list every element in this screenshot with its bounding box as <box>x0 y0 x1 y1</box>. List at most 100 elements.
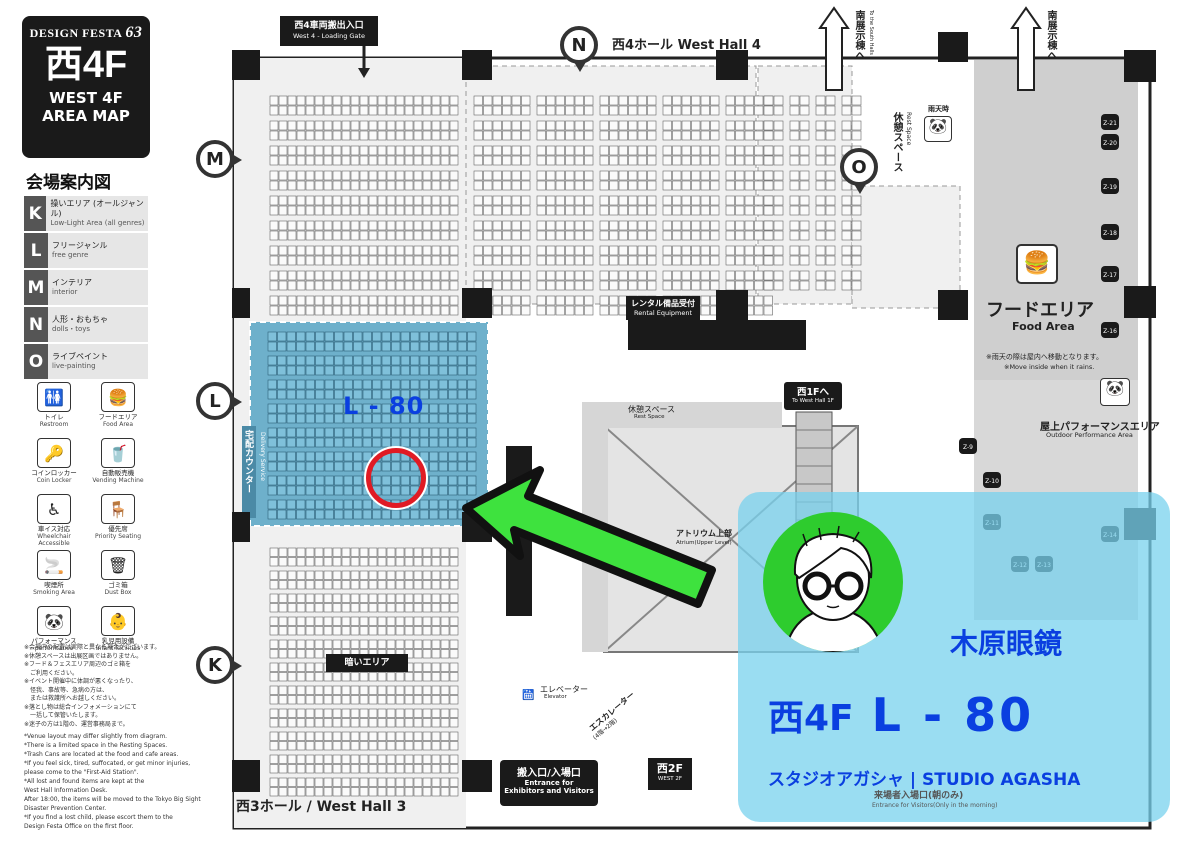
booth-cell <box>350 764 360 774</box>
booth-cell <box>413 130 423 141</box>
booth-cell <box>725 220 735 231</box>
pin-l[interactable]: L <box>196 382 242 420</box>
booth-cell <box>400 331 410 342</box>
booth-cell <box>647 195 657 206</box>
booth-cell <box>565 155 575 166</box>
booth-cell <box>413 305 423 316</box>
booth-code: L - 80 <box>871 688 1035 742</box>
booth-cell <box>483 155 493 166</box>
note-line: *If you find a lost child, please escort… <box>24 814 173 821</box>
vending-machine-icon: 🥤 <box>101 438 135 468</box>
booth-cell <box>269 195 279 206</box>
booth-cell <box>305 341 315 352</box>
booth-cell <box>305 155 315 166</box>
booth-cell <box>502 195 512 206</box>
booth-cell <box>413 220 423 231</box>
pin-k[interactable]: K <box>196 646 242 684</box>
booth-cell <box>473 105 483 116</box>
booth-cell <box>565 280 575 291</box>
booth-cell <box>343 475 353 486</box>
booth-cell <box>413 685 423 695</box>
booth-cell <box>457 427 467 438</box>
booth-cell <box>449 616 459 626</box>
booth-cell <box>296 764 306 774</box>
booth-cell <box>789 180 800 191</box>
booth-cell <box>467 475 477 486</box>
booth-cell <box>628 120 638 131</box>
booth-cell <box>278 230 288 241</box>
rest-space-2-label: 休憩スペース <box>628 405 676 414</box>
facility-name-jp: 車イス対応 <box>37 525 71 533</box>
booth-cell <box>359 280 369 291</box>
booth-cell <box>725 195 735 206</box>
booth-cell <box>305 427 315 438</box>
booth-cell <box>710 145 720 156</box>
booth-cell <box>377 695 387 705</box>
booth-cell <box>391 427 401 438</box>
booth-cell <box>362 437 372 448</box>
booth-cell <box>305 580 315 590</box>
booth-cell <box>815 130 826 141</box>
booth-cell <box>305 220 315 231</box>
booth-cell <box>413 105 423 116</box>
booth-cell <box>502 305 512 316</box>
booth-cell <box>359 557 369 567</box>
booth-cell <box>314 639 324 649</box>
booth-cell <box>343 365 353 376</box>
booth-cell <box>267 451 277 462</box>
booth-cell <box>735 120 745 131</box>
booth-cell <box>546 155 556 166</box>
booth-cell <box>431 557 441 567</box>
booth-cell <box>287 639 297 649</box>
booth-cell <box>546 130 556 141</box>
booth-cell <box>419 365 429 376</box>
booth-cell <box>332 280 342 291</box>
booth-cell <box>754 245 764 256</box>
booth-cell <box>323 672 333 682</box>
booth-cell <box>700 245 710 256</box>
booth-cell <box>429 509 439 520</box>
booth-cell <box>404 195 414 206</box>
booth-cell <box>440 547 450 557</box>
booth-cell <box>841 105 852 116</box>
booth-cell <box>700 120 710 131</box>
booth-cell <box>353 437 363 448</box>
booth-cell <box>391 485 401 496</box>
facility-name-jp: 喫煙所 <box>44 581 64 589</box>
booth-cell <box>386 695 396 705</box>
booth-cell <box>584 180 594 191</box>
booth-cell <box>431 195 441 206</box>
booth-cell <box>323 741 333 751</box>
booth-cell <box>305 461 315 472</box>
booth-cell <box>324 499 334 510</box>
booth-cell <box>662 220 672 231</box>
zone-label: Z-17 <box>1103 272 1117 279</box>
booth-cell <box>841 270 852 281</box>
facility-name-en: Dust Box <box>104 589 132 596</box>
booth-cell <box>637 220 647 231</box>
booth-cell <box>440 662 450 672</box>
booth-cell <box>391 341 401 352</box>
booth-cell <box>637 105 647 116</box>
booth-cell <box>536 220 546 231</box>
booth-cell <box>448 499 458 510</box>
booth-cell <box>691 245 701 256</box>
facility-name-jp: 乳児用設備 <box>101 637 135 645</box>
booth-cell <box>323 145 333 156</box>
booth-cell <box>314 754 324 764</box>
booth-cell <box>710 280 720 291</box>
booth-cell <box>332 205 342 216</box>
booth-cell <box>341 685 351 695</box>
booth-cell <box>296 649 306 659</box>
booth-cell <box>492 205 502 216</box>
booth-cell <box>440 295 450 306</box>
booth-cell <box>536 95 546 106</box>
booth-cell <box>296 389 306 400</box>
booth-cell <box>305 754 315 764</box>
pin-m[interactable]: M <box>196 140 242 178</box>
booth-cell <box>700 305 710 316</box>
booth-cell <box>584 295 594 306</box>
pin-n[interactable]: N <box>560 26 598 72</box>
pin-o[interactable]: O <box>840 148 878 194</box>
booth-cell <box>381 389 391 400</box>
